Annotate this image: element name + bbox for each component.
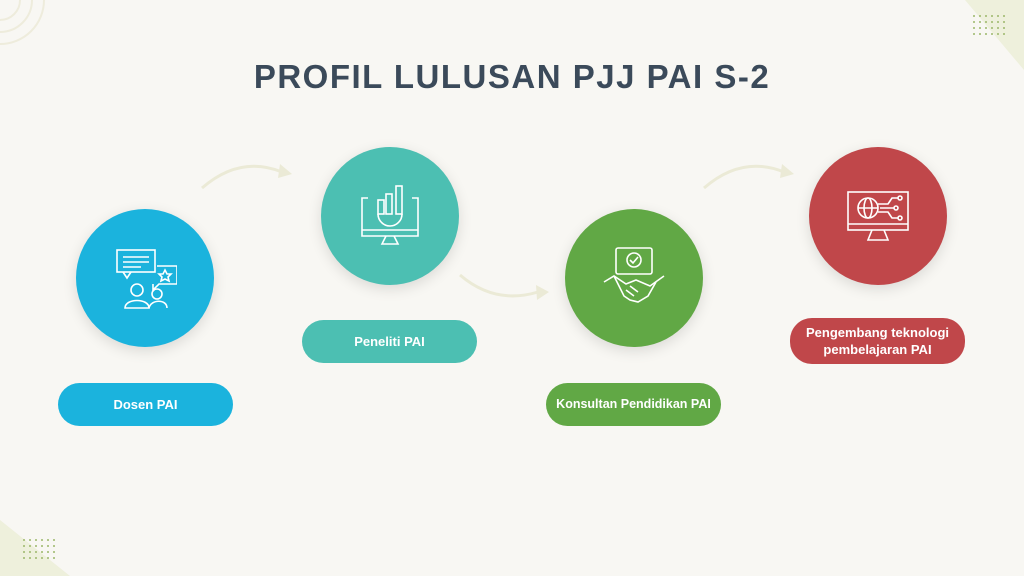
arrow-3-to-4 [703,164,785,190]
arrow-1-to-2 [201,164,283,190]
discussion-people-icon [76,209,214,347]
profile-label: Konsultan Pendidikan PAI [556,397,711,411]
page-title: PROFIL LULUSAN PJJ PAI S-2 [253,58,771,95]
corner-shape-bottom-left [0,520,70,576]
arrowhead-icon [536,285,549,300]
arrowhead-icon [780,164,794,178]
profile-peneliti-pai: Peneliti PAI [302,320,477,363]
profile-label-line1: Pengembang teknologi [805,325,949,340]
dot-grid-top-right [973,15,1005,35]
profile-label: Peneliti PAI [354,334,425,349]
profile-pengembang-teknologi: Pengembang teknologi pembelajaran PAI [790,318,965,364]
corner-rings-decoration [0,0,45,45]
corner-shape-top-right [965,0,1024,70]
arrowhead-icon [278,164,292,178]
profile-dosen-pai: Dosen PAI [58,383,233,426]
monitor-globe-circuit-icon [809,147,947,285]
handshake-check-icon [565,209,703,347]
dot-grid-bottom-left [23,539,55,559]
profile-label-line2: pembelajaran PAI [823,342,932,357]
monitor-chart-gear-icon [321,147,459,285]
profile-label: Dosen PAI [113,397,178,412]
arrow-2-to-3 [459,273,539,298]
profile-konsultan-pendidikan-pai: Konsultan Pendidikan PAI [546,383,721,426]
